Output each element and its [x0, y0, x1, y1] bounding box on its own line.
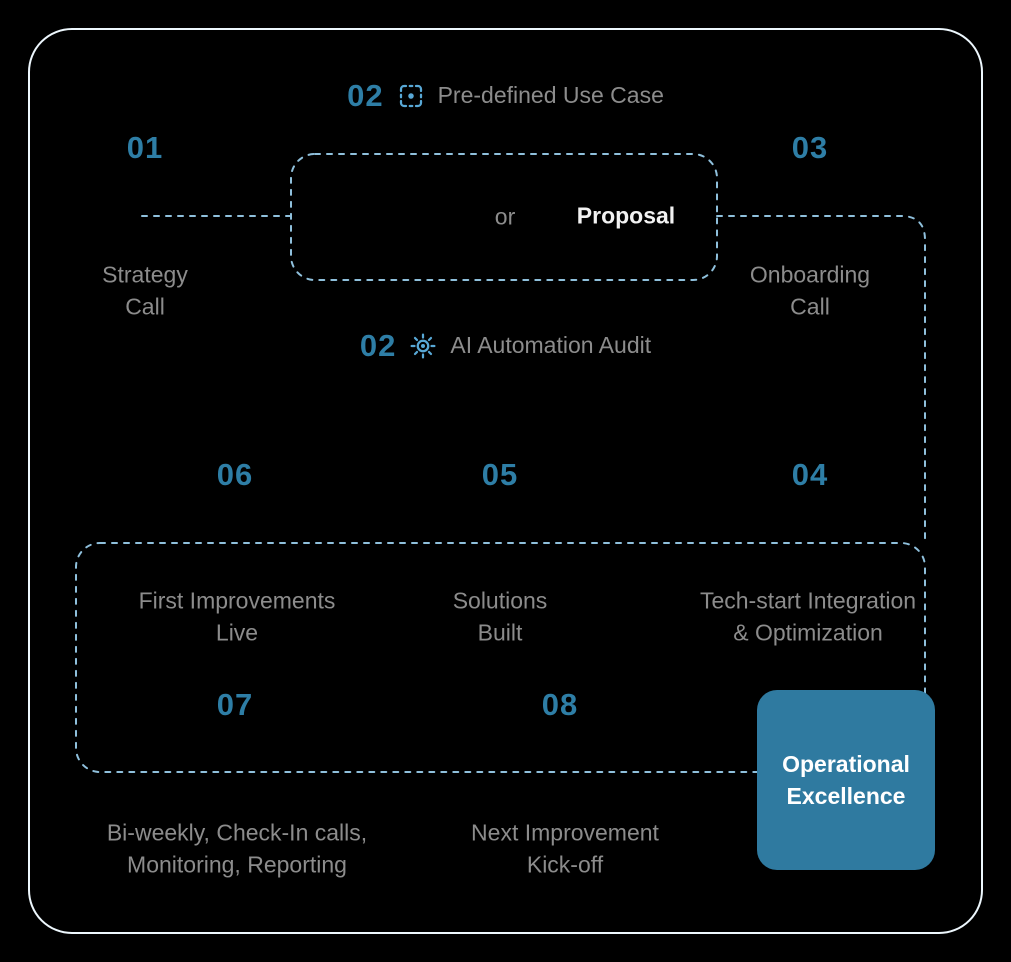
step-06-label-line2: Live	[215, 619, 259, 645]
step-08-label-line2: Kick-off	[526, 851, 604, 877]
outcome-line1: Operational	[782, 750, 910, 777]
step-03-label-line2: Call	[790, 293, 830, 319]
step-01-number: 01	[126, 130, 164, 165]
automation-gear-icon	[408, 331, 438, 361]
step-05-number: 05	[481, 457, 519, 492]
proposal-dashed-box	[290, 153, 718, 281]
step-04-label: Tech-start Integration & Optimization	[700, 585, 916, 648]
step-use-case: 02 Pre-defined Use Case	[0, 78, 1011, 114]
step-07-label-line1: Bi-weekly, Check-In calls,	[106, 819, 368, 846]
step-04-label-line1: Tech-start Integration	[699, 587, 917, 614]
step-use-case-label: Pre-defined Use Case	[437, 82, 664, 109]
step-08-label-line1: Next Improvement	[471, 819, 659, 846]
step-audit-label: AI Automation Audit	[450, 332, 652, 359]
outcome-line2: Excellence	[786, 783, 906, 809]
step-05-label-line2: Built	[477, 619, 523, 645]
step-06-label-line1: First Improvements	[138, 587, 336, 614]
connector-right-line	[716, 215, 926, 546]
step-07-number: 07	[216, 687, 254, 722]
target-icon	[396, 81, 426, 111]
step-audit-number: 02	[359, 328, 397, 363]
proposal-label: Proposal	[576, 202, 676, 229]
step-03-number: 03	[791, 130, 829, 165]
operational-excellence-box: Operational Excellence	[757, 690, 935, 870]
step-use-case-number: 02	[347, 78, 384, 113]
step-06-number: 06	[216, 457, 254, 492]
step-03-label: Onboarding Call	[750, 259, 870, 322]
step-06-label: First Improvements Live	[139, 585, 336, 648]
step-01-label-line2: Call	[125, 293, 165, 319]
step-audit: 02 AI Automation Audit	[0, 328, 1011, 364]
step-04-number: 04	[791, 457, 829, 492]
step-04-label-line2: & Optimization	[733, 619, 883, 645]
step-05-label-line1: Solutions	[452, 587, 548, 614]
step-08-number: 08	[541, 687, 579, 722]
step-07-label-line2: Monitoring, Reporting	[127, 851, 347, 877]
step-05-label: Solutions Built	[453, 585, 548, 648]
step-07-label: Bi-weekly, Check-In calls, Monitoring, R…	[107, 817, 367, 880]
step-01-label-line1: Strategy	[102, 261, 188, 288]
phase-dashed-box	[75, 542, 926, 773]
step-01-label: Strategy Call	[102, 259, 188, 322]
outer-frame	[28, 28, 983, 934]
step-08-label: Next Improvement Kick-off	[471, 817, 659, 880]
step-03-label-line1: Onboarding	[749, 261, 871, 288]
or-label: or	[494, 203, 516, 230]
